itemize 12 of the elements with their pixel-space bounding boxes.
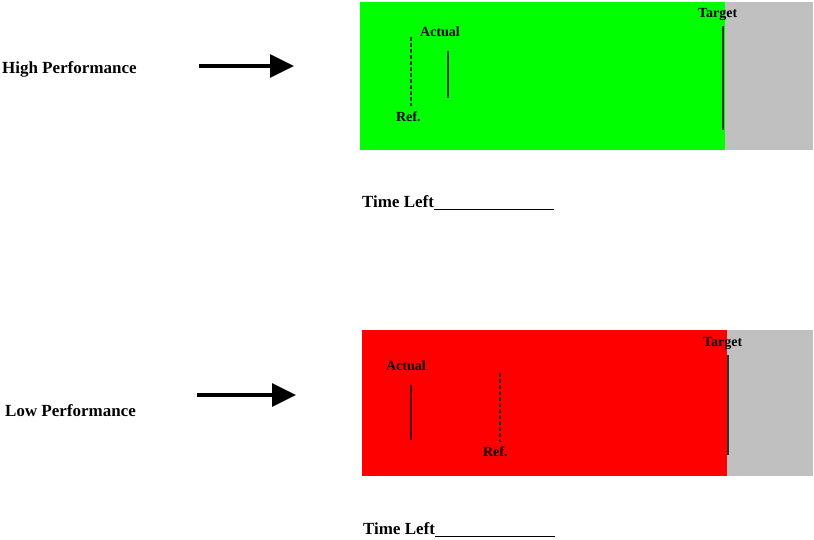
gauge-bar — [360, 2, 813, 150]
arrow — [199, 54, 294, 78]
arrow — [197, 383, 296, 407]
marker-label: Actual — [420, 24, 460, 42]
time-left-label: Time Left — [362, 193, 434, 211]
row-heading: High Performance — [2, 58, 137, 78]
row-heading: Low Performance — [5, 401, 136, 421]
marker-label: Ref. — [483, 444, 508, 462]
marker-label: Ref. — [396, 109, 420, 127]
marker-label: Actual — [386, 358, 426, 376]
gauge-bar — [362, 330, 813, 476]
time-left-label: Time Left — [363, 520, 435, 538]
